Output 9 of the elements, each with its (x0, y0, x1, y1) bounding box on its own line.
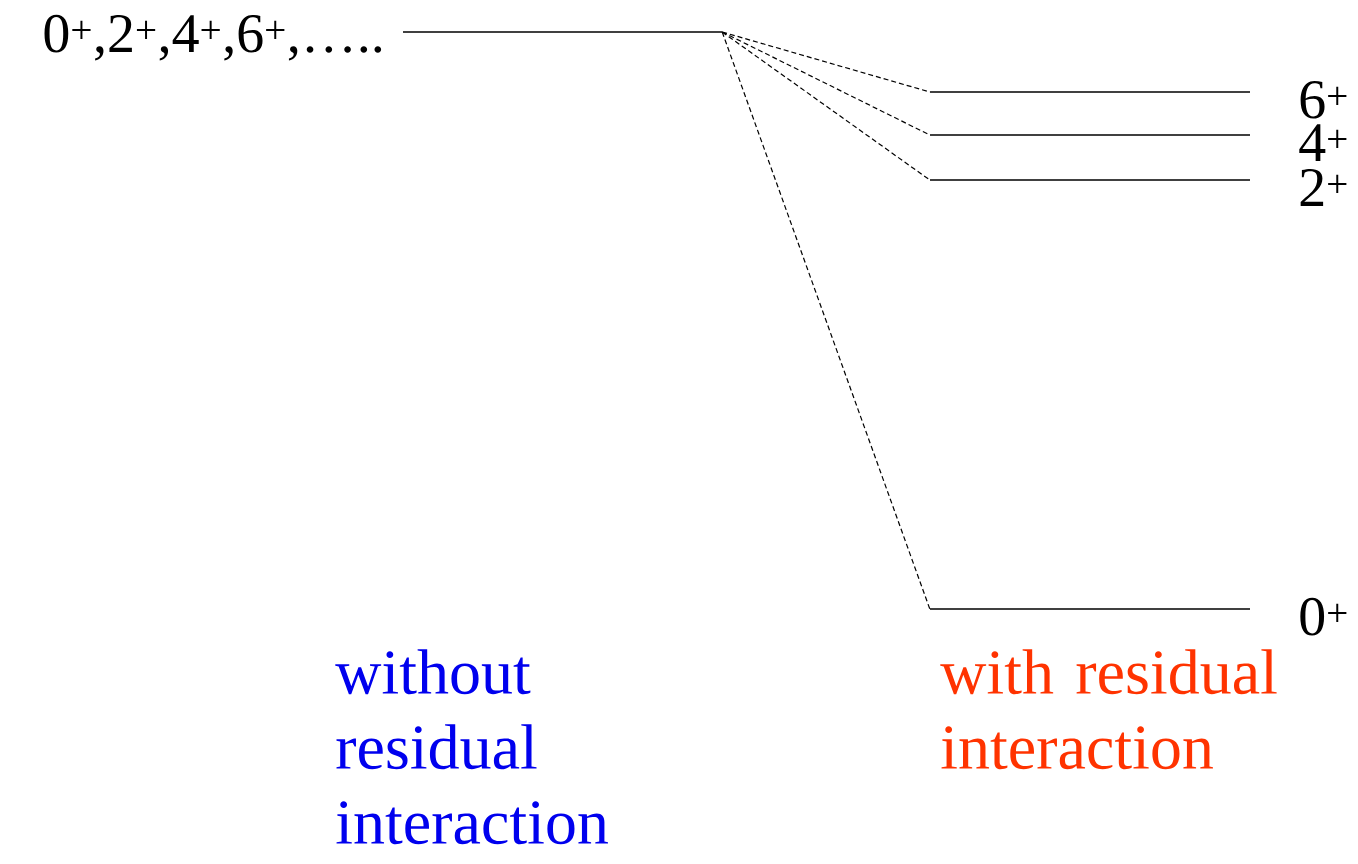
caption-text: with residual interaction (940, 649, 1277, 770)
dashed-line (721, 31, 931, 136)
energy-level: 6$^{+}$ (929, 80, 1347, 119)
energy-level: 0$^{+}$,2$^{+}$,4$^{+}$,6$^{+}$,….. (44, 14, 723, 61)
dashed-line (721, 31, 931, 610)
energy-level: 0$^{+}$ (929, 597, 1347, 636)
caption-text: without residual interaction (335, 649, 608, 845)
energy-level: 2$^{+}$ (929, 168, 1347, 206)
energy-level: 4$^{+}$ (929, 124, 1347, 161)
